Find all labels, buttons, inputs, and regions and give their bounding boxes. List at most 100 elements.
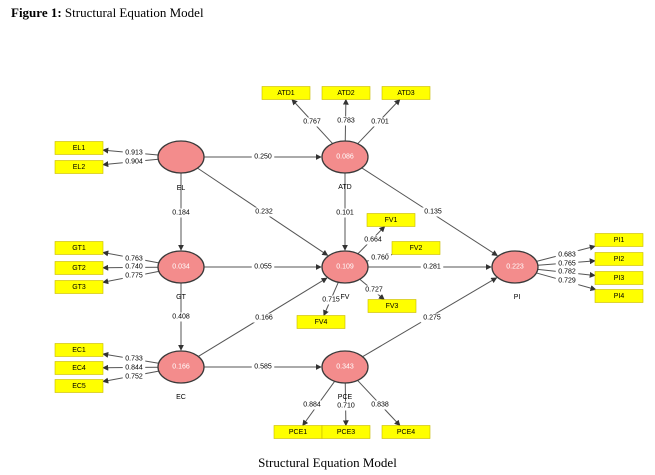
construct-name-ec: EC <box>176 394 186 401</box>
path-coef-atd-pi: 0.135 <box>424 209 442 216</box>
figure-title-text: Structural Equation Model <box>64 5 204 20</box>
indicator-label-pce4: PCE4 <box>397 429 415 436</box>
path-coef-gt-ec: 0.408 <box>172 314 190 321</box>
indicator-box-atd2 <box>321 86 371 100</box>
indicator-label-pi4: PI4 <box>614 293 625 300</box>
loading-value-ec5: 0.752 <box>125 374 143 381</box>
indicator-label-fv2: FV2 <box>410 245 423 252</box>
indicator-label-ec5: EC5 <box>72 383 86 390</box>
path-coef-atd-fv-bg <box>333 208 357 218</box>
figure-caption: Structural Equation Model <box>258 455 397 470</box>
indicator-box-fv2 <box>391 241 441 255</box>
loading-value-fv3: 0.727 <box>365 287 383 294</box>
loading-value-el1: 0.913 <box>125 150 143 157</box>
loading-value-pi2-bg <box>555 259 579 269</box>
loading-value-atd1-bg <box>300 117 324 127</box>
indicator-box-pce3 <box>321 425 371 439</box>
indicator-box-ec4 <box>54 361 104 375</box>
construct-name-gt: GT <box>176 294 186 301</box>
path-coef-el-fv-bg <box>252 207 276 217</box>
construct-gt: 0.034 <box>157 250 205 284</box>
indicator-label-ec4: EC4 <box>72 365 86 372</box>
indicator-label-fv1: FV1 <box>385 217 398 224</box>
construct-circle-gt <box>157 250 205 284</box>
construct-circle-fv <box>321 250 369 284</box>
loading-value-atd3-bg <box>368 117 392 127</box>
path-coef-ec-fv: 0.166 <box>255 315 273 322</box>
path-coef-ec-fv-bg <box>252 313 276 323</box>
loading-value-fv2-bg <box>368 253 392 263</box>
construct-name-pi: PI <box>514 294 521 301</box>
loading-value-el1-bg <box>122 148 146 158</box>
indicator-box-gt2 <box>54 261 104 275</box>
indicator-ec1: EC1 <box>54 343 104 357</box>
indicator-label-ec1: EC1 <box>72 347 86 354</box>
loading-value-pi2: 0.765 <box>558 261 576 268</box>
loading-value-ec1: 0.733 <box>125 356 143 363</box>
loading-value-pi4: 0.729 <box>558 278 576 285</box>
indicator-box-ec1 <box>54 343 104 357</box>
indicator-label-pi2: PI2 <box>614 256 625 263</box>
indicator-pce4: PCE4 <box>381 425 431 439</box>
indicator-label-atd1: ATD1 <box>277 90 294 97</box>
indicator-box-pi3 <box>594 271 644 285</box>
loading-value-gt1-bg <box>122 254 146 264</box>
indicator-gt1: GT1 <box>54 241 104 255</box>
construct-atd: 0.086 <box>321 140 369 174</box>
construct-r2-gt: 0.034 <box>172 264 190 271</box>
indicator-box-pce4 <box>381 425 431 439</box>
indicator-label-gt3: GT3 <box>72 284 86 291</box>
indicator-box-fv3 <box>367 299 417 313</box>
loading-value-pce3: 0.710 <box>337 403 355 410</box>
loading-value-atd2: 0.783 <box>337 118 355 125</box>
indicator-label-pce3: PCE3 <box>337 429 355 436</box>
indicator-label-pi1: PI1 <box>614 237 625 244</box>
loading-value-el2: 0.904 <box>125 159 143 166</box>
construct-fv: 0.109 <box>321 250 369 284</box>
indicator-label-gt2: GT2 <box>72 265 86 272</box>
construct-name-el: EL <box>177 185 186 192</box>
loading-value-atd2-bg <box>334 116 358 126</box>
path-coef-ec-pce: 0.585 <box>254 364 272 371</box>
indicator-el1: EL1 <box>54 141 104 155</box>
indicator-label-fv4: FV4 <box>315 319 328 326</box>
loading-value-ec5-bg <box>122 372 146 382</box>
indicator-box-el1 <box>54 141 104 155</box>
indicator-ec4: EC4 <box>54 361 104 375</box>
indicator-label-gt1: GT1 <box>72 245 86 252</box>
indicator-fv4: FV4 <box>296 315 346 329</box>
loading-value-fv4: 0.715 <box>322 297 340 304</box>
indicator-fv2: FV2 <box>391 241 441 255</box>
path-coef-fv-pi: 0.281 <box>423 264 441 271</box>
path-coef-atd-pi-bg <box>421 207 445 217</box>
loading-value-pce1: 0.884 <box>303 402 321 409</box>
loading-value-gt3-bg <box>122 271 146 281</box>
indicator-box-pi4 <box>594 289 644 303</box>
indicator-gt3: GT3 <box>54 280 104 294</box>
indicator-box-gt3 <box>54 280 104 294</box>
path-coef-atd-fv: 0.101 <box>336 210 354 217</box>
loading-value-pce1-bg <box>300 400 324 410</box>
indicator-fv1: FV1 <box>366 213 416 227</box>
indicator-box-atd3 <box>381 86 431 100</box>
indicator-label-fv3: FV3 <box>386 303 399 310</box>
loading-value-atd1: 0.767 <box>303 119 321 126</box>
loading-value-fv1-bg <box>361 235 385 245</box>
construct-circle-pi <box>491 250 539 284</box>
construct-r2-ec: 0.166 <box>172 364 190 371</box>
loading-value-fv2: 0.760 <box>371 255 389 262</box>
loading-value-ec1-bg <box>122 354 146 364</box>
indicator-box-pi2 <box>594 252 644 266</box>
construct-circle-pce <box>321 350 369 384</box>
path-coef-gt-fv: 0.055 <box>254 264 272 271</box>
loading-value-pce4: 0.838 <box>371 402 389 409</box>
construct-circle-ec <box>157 350 205 384</box>
loading-value-el2-bg <box>122 157 146 167</box>
loading-value-pi1: 0.683 <box>558 252 576 259</box>
indicator-pi3: PI3 <box>594 271 644 285</box>
loading-value-ec4: 0.844 <box>125 365 143 372</box>
figure-label: Figure 1: <box>11 5 62 20</box>
indicator-label-el1: EL1 <box>73 145 86 152</box>
loading-value-fv3-bg <box>362 285 386 295</box>
indicator-box-ec5 <box>54 379 104 393</box>
